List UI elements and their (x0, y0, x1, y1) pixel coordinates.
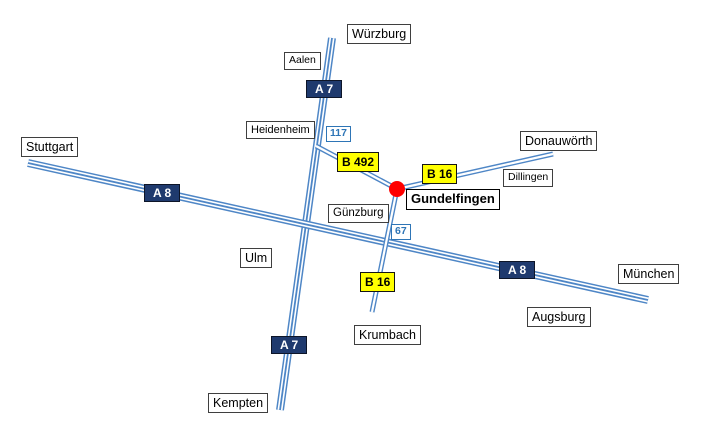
road-a8 (27, 159, 649, 304)
badge-a7-south: A 7 (271, 336, 308, 355)
badge-a8-east: A 8 (499, 261, 536, 280)
city-label-wuerzburg: Würzburg (347, 24, 412, 45)
city-label-kempten: Kempten (208, 393, 269, 414)
motorway-exit-117-label: 117 (326, 126, 351, 142)
badge-b492: B 492 (337, 152, 380, 173)
badge-b16-south: B 16 (360, 272, 396, 293)
city-label-augsburg: Augsburg (527, 307, 591, 328)
city-label-aalen: Aalen (284, 52, 321, 70)
badge-a7-north: A 7 (306, 80, 343, 99)
motorway-exit-67-label: 67 (391, 224, 411, 240)
city-label-gundelfingen: Gundelfingen (406, 189, 500, 210)
city-label-muenchen: München (618, 264, 680, 285)
location-marker-dot (389, 181, 405, 197)
city-label-guenzburg: Günzburg (328, 204, 389, 223)
city-label-ulm: Ulm (240, 248, 273, 269)
badge-a8-west: A 8 (144, 184, 181, 203)
city-label-heidenheim: Heidenheim (246, 121, 315, 140)
city-label-krumbach: Krumbach (354, 325, 421, 346)
city-label-stuttgart: Stuttgart (21, 137, 79, 158)
city-label-dillingen: Dillingen (503, 169, 554, 187)
badge-b16-east: B 16 (422, 164, 458, 185)
city-label-donauwoerth: Donauwörth (520, 131, 598, 152)
